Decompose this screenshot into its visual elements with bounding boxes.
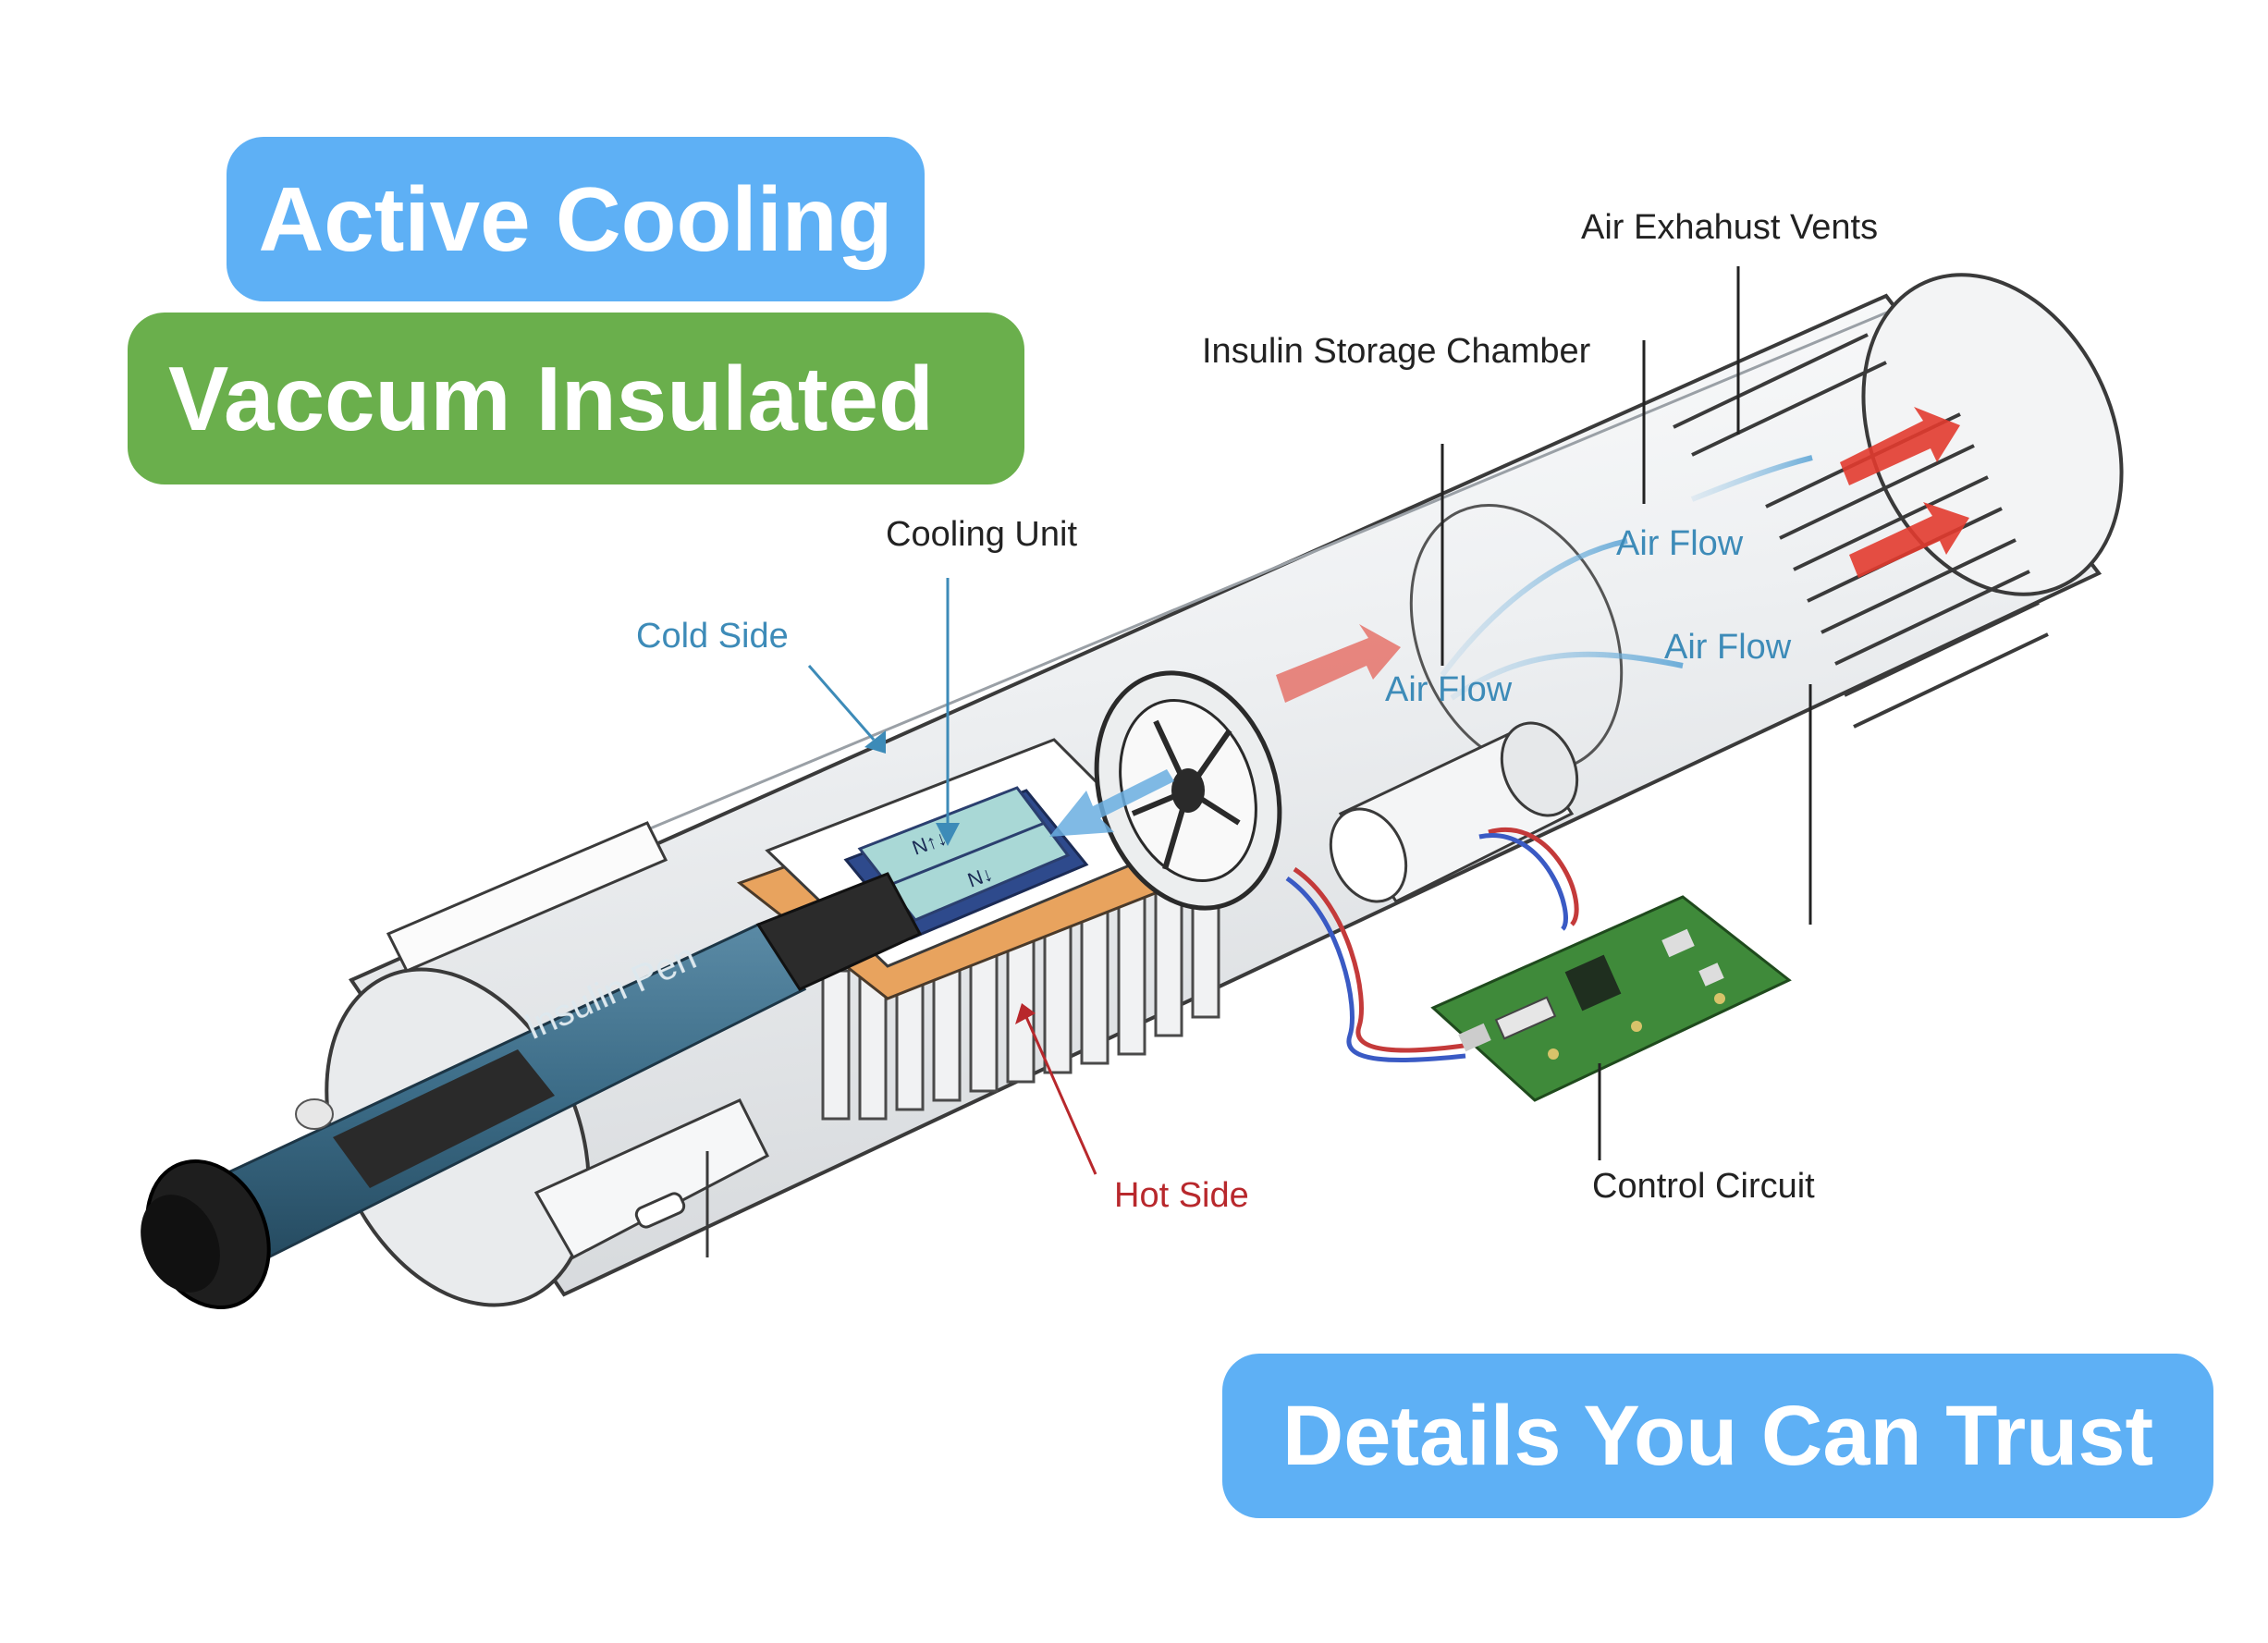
- badge-details-you-can-trust: Details You Can Trust: [1222, 1354, 2213, 1518]
- label-cold-side: Cold Side: [636, 617, 789, 656]
- hot-air-arrows: [1276, 407, 1969, 703]
- label-insulin-storage-chamber: Insulin Storage Chamber: [1202, 332, 1591, 371]
- label-air-flow-3: Air Flow: [1385, 670, 1513, 709]
- circuit-board-icon: [1430, 895, 1792, 1102]
- label-cooling-unit: Cooling Unit: [886, 515, 1077, 554]
- badge-active-cooling: Active Cooling: [227, 137, 925, 301]
- badge-vaccum-insulated: Vaccum Insulated: [128, 313, 1024, 484]
- peltier-module-icon: N↑↓ N↓: [843, 786, 1089, 940]
- label-control-circuit: Control Circuit: [1592, 1167, 1815, 1206]
- label-air-flow-2: Air Flow: [1664, 628, 1792, 667]
- label-hot-side: Hot Side: [1114, 1176, 1249, 1215]
- insulin-pen-icon: [141, 872, 923, 1310]
- label-air-flow-1: Air Flow: [1616, 524, 1744, 563]
- leader-lines: [807, 266, 1812, 1175]
- air-flow-arrows: [1440, 455, 1813, 701]
- motor-icon: [1329, 721, 1579, 903]
- label-air-exhaust-vents: Air Exhahust Vents: [1581, 208, 1878, 247]
- cooling-fan-icon: [1094, 670, 1282, 911]
